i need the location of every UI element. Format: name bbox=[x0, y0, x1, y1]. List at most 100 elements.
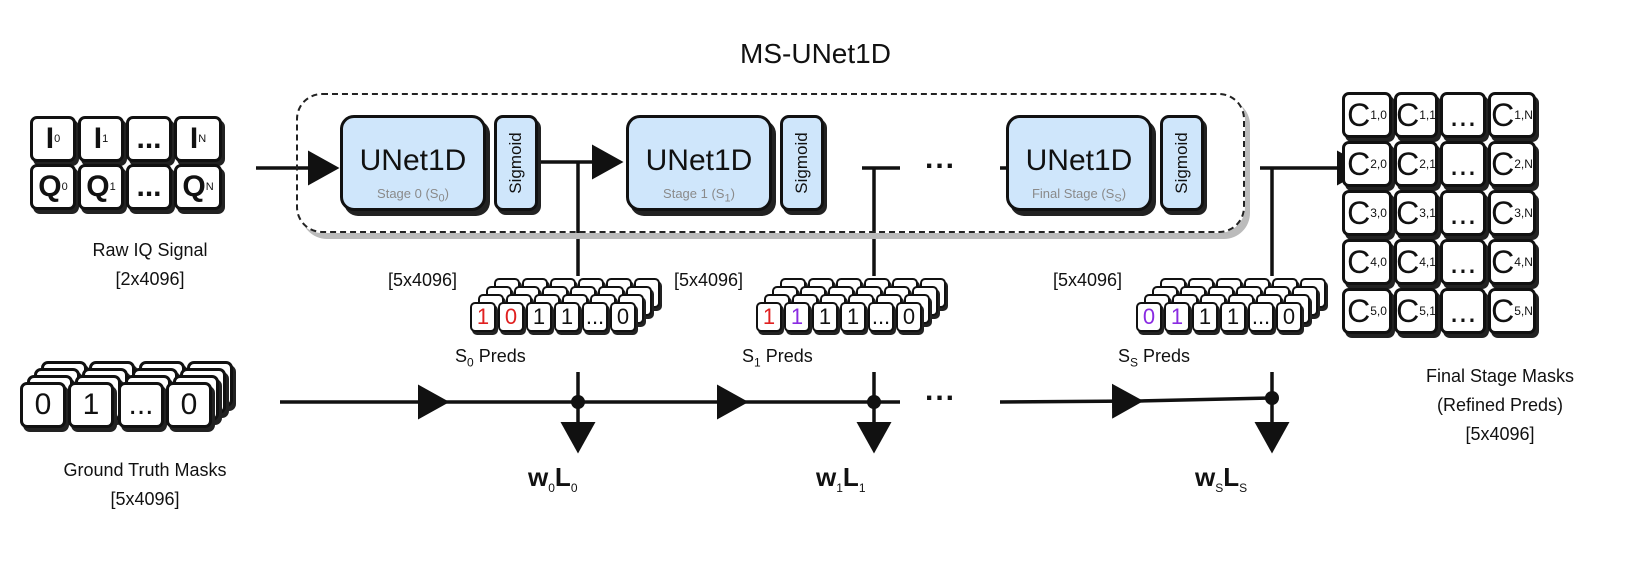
pred-tile: 1 bbox=[526, 302, 552, 332]
pred-index: S bbox=[1130, 355, 1139, 370]
pred-tile: 0 bbox=[498, 302, 524, 332]
tile-letter: Q bbox=[182, 170, 206, 203]
tile-subscript: 4,1 bbox=[1419, 255, 1436, 269]
final-mask-tile: ... bbox=[1440, 239, 1486, 285]
diagram-title: MS-UNet1D bbox=[740, 38, 891, 69]
pred-tile: 0 bbox=[610, 302, 636, 332]
tile-letter: C bbox=[1491, 243, 1515, 280]
pred-tile: 1 bbox=[1164, 302, 1190, 332]
pred-tile: 1 bbox=[1220, 302, 1246, 332]
tile-subscript: 3,1 bbox=[1419, 206, 1436, 220]
tile-letter: C bbox=[1491, 292, 1515, 329]
pred-tile: 1 bbox=[812, 302, 838, 332]
tile-letter: C bbox=[1396, 145, 1420, 182]
final-mask-tile: ... bbox=[1440, 92, 1486, 138]
gt-tile: 1 bbox=[68, 382, 114, 428]
pred-tile: 0 bbox=[1136, 302, 1162, 332]
stage-index: S bbox=[1114, 192, 1122, 205]
tile-letter: C bbox=[1491, 194, 1515, 231]
iq-tile: ... bbox=[126, 164, 172, 210]
stage-subtitle: Final Stage (SS) bbox=[1031, 186, 1127, 205]
tile-subscript: 5,1 bbox=[1419, 304, 1436, 318]
pred-caption: S1 Preds bbox=[742, 346, 813, 370]
final-mask-tile: ... bbox=[1440, 288, 1486, 334]
tile-subscript: 1,0 bbox=[1370, 108, 1387, 122]
tile-subscript: 1,1 bbox=[1419, 108, 1436, 122]
tile-letter: ... bbox=[1449, 243, 1477, 280]
final-mask-label: Final Stage Masks (Refined Preds) [5x409… bbox=[1395, 362, 1605, 449]
ground-truth-label: Ground Truth Masks [5x4096] bbox=[20, 456, 270, 514]
pred-tile: 1 bbox=[470, 302, 496, 332]
sigmoid-label: Sigmoid bbox=[792, 132, 811, 194]
tile-letter: Q bbox=[38, 170, 62, 203]
tile-subscript: 2,1 bbox=[1419, 157, 1436, 171]
pred-tile: 1 bbox=[554, 302, 580, 332]
pred-tile: ... bbox=[1248, 302, 1274, 332]
gt-tile: 0 bbox=[166, 382, 212, 428]
stage-index: 0 bbox=[438, 192, 445, 205]
tile-subscript: 0 bbox=[54, 133, 61, 145]
pred-shape: [5x4096] bbox=[1053, 270, 1123, 290]
tile-letter: Q bbox=[86, 170, 110, 203]
pred-tile: 0 bbox=[1276, 302, 1302, 332]
weighted-loss: w0L0 bbox=[528, 462, 578, 496]
tile-subscript: 1,N bbox=[1514, 108, 1533, 122]
pred-index: 0 bbox=[467, 355, 474, 370]
tile-letter: ... bbox=[136, 122, 162, 155]
wire-gt-6 bbox=[1139, 396, 1273, 403]
loss-index: S bbox=[1239, 481, 1248, 496]
tile-letter: C bbox=[1396, 292, 1420, 329]
tile-letter: C bbox=[1347, 194, 1371, 231]
sigmoid-block: Sigmoid bbox=[494, 115, 538, 211]
iq-tile: ... bbox=[126, 116, 172, 162]
tile-subscript: 4,N bbox=[1514, 255, 1533, 269]
tile-letter: C bbox=[1396, 243, 1420, 280]
junction-0 bbox=[571, 395, 585, 409]
unet1d-title: UNet1D bbox=[645, 144, 753, 177]
raw-iq-label: Raw IQ Signal [2x4096] bbox=[40, 236, 260, 294]
tile-subscript: 2,N bbox=[1514, 157, 1533, 171]
tile-letter: C bbox=[1347, 96, 1371, 133]
pred-tile: ... bbox=[582, 302, 608, 332]
tile-letter: ... bbox=[1449, 194, 1477, 231]
tile-letter: C bbox=[1396, 96, 1420, 133]
tile-subscript: N bbox=[205, 181, 214, 193]
weight-index: S bbox=[1215, 481, 1224, 496]
tile-subscript: 5,N bbox=[1514, 304, 1533, 318]
weighted-loss: wSLS bbox=[1195, 462, 1248, 496]
gt-ellipsis: ... bbox=[925, 374, 957, 407]
pred-caption: S0 Preds bbox=[455, 346, 526, 370]
pred-tile: 1 bbox=[1192, 302, 1218, 332]
pred-tile: 1 bbox=[840, 302, 866, 332]
pred-tile: 1 bbox=[756, 302, 782, 332]
stage-subtitle: Stage 0 (S0) bbox=[377, 186, 449, 205]
final-mask-title: Final Stage Masks bbox=[1425, 366, 1575, 386]
stage-index: 1 bbox=[724, 192, 731, 205]
tile-letter: ... bbox=[1449, 292, 1477, 329]
pred-tile: 0 bbox=[896, 302, 922, 332]
unet1d-title: UNet1D bbox=[359, 144, 467, 177]
weight-index: 0 bbox=[548, 481, 555, 496]
tile-letter: C bbox=[1347, 243, 1371, 280]
pred-index: 1 bbox=[754, 355, 761, 370]
stage-subtitle: Stage 1 (S1) bbox=[663, 186, 735, 205]
final-mask-tile: ... bbox=[1440, 141, 1486, 187]
weight-index: 1 bbox=[836, 481, 843, 496]
pred-shape: [5x4096] bbox=[388, 270, 458, 290]
unet1d-title: UNet1D bbox=[1025, 144, 1133, 177]
tile-subscript: 1 bbox=[102, 133, 109, 145]
sigmoid-label: Sigmoid bbox=[1172, 132, 1191, 194]
tile-letter: C bbox=[1396, 194, 1420, 231]
loss-index: 1 bbox=[858, 481, 866, 496]
